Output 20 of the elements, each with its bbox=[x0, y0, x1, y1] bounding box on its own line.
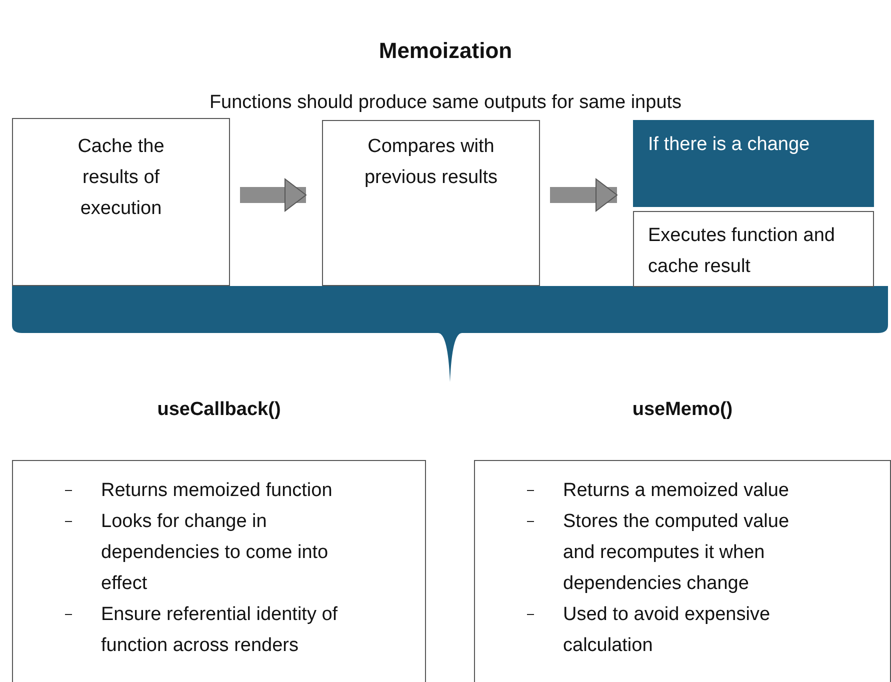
highlight-box bbox=[633, 120, 874, 207]
block-arrow bbox=[550, 178, 618, 212]
box-text: Cache the results of execution bbox=[76, 135, 166, 221]
list-heading: useCallback() bbox=[156, 399, 282, 421]
block-arrow bbox=[240, 178, 306, 212]
box-text: Compares with previous results bbox=[363, 135, 499, 190]
bullet-text: Returns a memoized value bbox=[563, 480, 789, 501]
list-heading: useMemo() bbox=[631, 399, 734, 421]
box-text: If there is a change bbox=[648, 133, 811, 157]
process-box bbox=[322, 120, 540, 286]
process-box bbox=[633, 211, 874, 287]
bullet-text: Returns memoized function bbox=[101, 480, 332, 501]
box-text: Executes function and cache result bbox=[648, 224, 836, 279]
bullet-text: Looks for change in dependencies to come into effect bbox=[101, 511, 328, 594]
subtitle: Functions should produce same outputs for same inputs bbox=[208, 92, 683, 114]
bullet-text: Stores the computed value and recomputes it when dependencies change bbox=[563, 511, 790, 594]
title: Memoization bbox=[378, 38, 514, 64]
process-box bbox=[12, 118, 230, 286]
bullet-text: Used to avoid expensive calculation bbox=[563, 604, 770, 656]
bullet-text: Ensure referential identity of function across renders bbox=[101, 604, 338, 656]
